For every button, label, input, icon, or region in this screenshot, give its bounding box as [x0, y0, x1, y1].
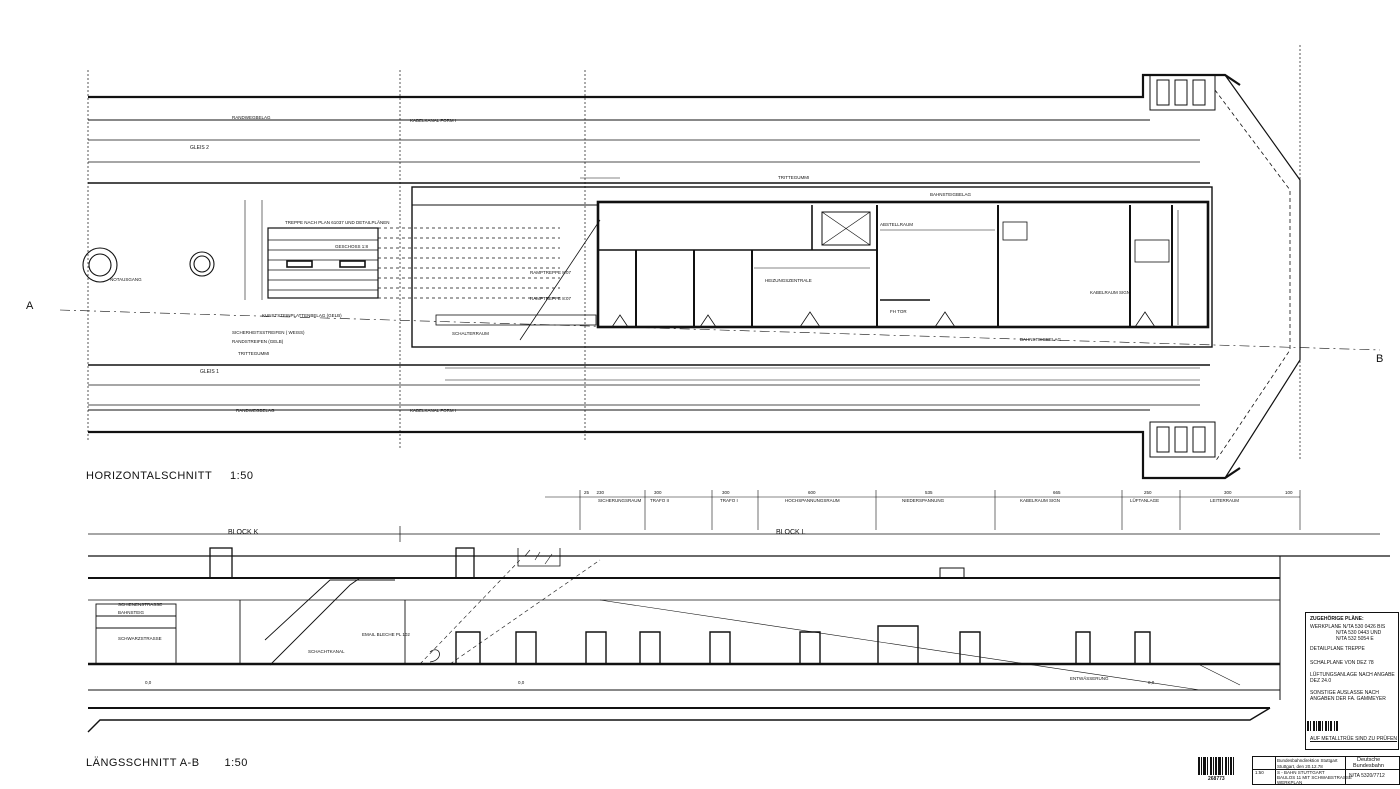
label-kunststein: KUNSTSTEINPLATTENBELAG (GELB): [262, 313, 342, 318]
drawing-number-small: 268773: [1208, 776, 1225, 782]
tb-scale: 1:50: [1255, 770, 1264, 775]
label-kabelkanal-top: KABELKANAL FORM I: [410, 118, 457, 123]
portal-windows-bottom: [1149, 421, 1216, 458]
plans-line: DEZ 24.0: [1310, 678, 1332, 684]
track-lines: [59, 139, 1381, 406]
label-geschoss: GESCHOSS 1:8: [335, 244, 369, 249]
room-8: LEITERRAUM: [1210, 498, 1240, 503]
room-2: TRAFO II: [650, 498, 669, 503]
dim-row-label: 25 230: [584, 490, 605, 495]
block-line: [88, 526, 1380, 542]
section-stair: [95, 559, 601, 666]
title-block: Bundesbahndirektion Stuttgart Stuttgart,…: [1252, 756, 1400, 785]
plans-line: WERKPLANE N/TA 530 0426 BIS: [1310, 624, 1386, 630]
dim-end: 100: [1285, 490, 1293, 495]
tb-row-divider: [1253, 769, 1399, 770]
room-2-width: 300: [654, 490, 662, 495]
room-dimension-row: [545, 490, 1301, 530]
section-doors: [429, 625, 1151, 664]
room-3-width: 300: [722, 490, 730, 495]
plans-line: N/TA 532 5054 E: [1336, 636, 1374, 642]
plans-heading: ZUGEHÖRIGE PLÄNE:: [1310, 616, 1364, 622]
barcode-top: [1305, 721, 1345, 731]
label-bahnsteig-top: BAHNSTEIGBELAG: [930, 192, 972, 197]
tb-org-1: Deutsche: [1357, 757, 1381, 763]
plan-dimension-lines: [244, 177, 1200, 381]
tb-org-2: Bundesbahn: [1353, 763, 1384, 769]
room-4-width: 600: [808, 490, 816, 495]
label-abstell: ABSTELLRAUM: [880, 222, 914, 227]
room-3: TRAFO I: [720, 498, 738, 503]
km-left: 0,0: [145, 680, 152, 685]
km-right: 0,0: [1148, 680, 1155, 685]
room-6-width: 665: [1053, 490, 1061, 495]
track-1-label: GLEIS 1: [200, 369, 219, 375]
platform-building: [411, 186, 1213, 348]
label-treppe-9: RAMPTREPPE 8:07: [530, 270, 572, 275]
room-5-width: 535: [925, 490, 933, 495]
label-schienen: SCHIENENSTRASSE: [118, 602, 163, 607]
label-schwarz: SCHWARZSTRASSE: [118, 636, 162, 641]
block-k-label: BLOCK K: [228, 529, 259, 536]
label-kabelraum: KABELRAUM SIGN: [1090, 290, 1131, 295]
label-randweg-top: RANDWEGBELAG: [232, 115, 271, 120]
label-rohrstrasse: NOTAUSGANG: [110, 277, 142, 282]
track-2-label: GLEIS 2: [190, 145, 209, 151]
label-emaille: EMAIL BLECHE PL 102: [362, 632, 410, 637]
plans-line: LÜFTUNGSANLAGE NACH ANGABE: [1310, 672, 1395, 678]
section-profile: [87, 547, 1390, 733]
tb-plan-number: N/TA 5320/7712: [1349, 773, 1385, 779]
label-randweg-bottom: RANDWEGBELAG: [236, 408, 275, 413]
label-entwaess: ENTWÄSSERUNG: [1070, 676, 1109, 681]
label-fh-tor: FH TOR: [890, 309, 907, 314]
barcode-main: [1198, 757, 1242, 775]
longitudinal-section-title: LÄNGSSCHNITT A-B 1:50: [86, 757, 248, 769]
label-schalter-left: SCHALTERRAUM: [452, 331, 489, 336]
plans-line: ANGABEN DER FA. GAMMEYER: [1310, 696, 1386, 702]
horizontal-section-title: HORIZONTALSCHNITT 1:50: [86, 470, 254, 482]
km-mid: 0,0: [518, 680, 525, 685]
section-marker-b: B: [1376, 353, 1384, 365]
platform-stair: [267, 219, 601, 341]
plans-line: DETAILPLANE TREPPE: [1310, 646, 1365, 652]
portal-windows-top: [1149, 74, 1216, 111]
room-5: NIEDERSPANNUNG: [902, 498, 945, 503]
label-sicherheit: SICHERHEITSSTREIFEN ( WEISS): [232, 330, 305, 335]
label-bahnsteig-bottom: BAHNSTEIGBELAG: [1020, 337, 1062, 342]
room-6: KABELRAUM SIGN: [1020, 498, 1061, 503]
label-heizung: HEIZUNGSZENTRALE: [765, 278, 812, 283]
section-gradient-line: [599, 599, 1241, 691]
room-1: SICHERUNGSRAUM: [598, 498, 642, 503]
tb-date: Stuttgart, den 20.12.78: [1277, 764, 1323, 769]
label-treppe-note: TREPPE NACH PLAN 61037 UND DETAILPLÄNEN: [285, 220, 390, 225]
tb-col-divider: [1275, 757, 1276, 784]
room-7: LÜFTANLAGE: [1130, 498, 1160, 503]
tb-col-divider: [1345, 757, 1346, 784]
label-bahnsteig: BAHNSTEIG: [118, 610, 145, 615]
circular-shafts: [82, 247, 215, 283]
axis-lines: [87, 45, 1301, 460]
section-marker-a: A: [26, 300, 34, 312]
label-tritte-bottom: TRITTEGUMMI: [238, 351, 270, 356]
room-7-width: 250: [1144, 490, 1152, 495]
room-8-width: 300: [1224, 490, 1232, 495]
label-kabelkanal-bottom: KABELKANAL FORM I: [410, 408, 457, 413]
tb-project-1: S - BAHN STUTTGART: [1277, 770, 1325, 775]
plans-line: SONSTIGE AUSLASSE NACH: [1310, 690, 1379, 696]
label-schacht: SCHACHTKANAL: [308, 649, 345, 654]
plans-line: AUF METALLTRÜE SIND ZU PRÜFEN: [1310, 736, 1398, 742]
plans-line: N/TA 530 0443 UND: [1336, 630, 1382, 636]
room-4: HOCHSPANNUNGSRAUM: [785, 498, 840, 503]
block-l-label: BLOCK L: [776, 529, 806, 536]
tb-project-2: BAULOS 11 MIT SCHWABSTRASSE: [1277, 775, 1352, 780]
label-tritte-top: TRITTEGUMMI: [778, 175, 810, 180]
plans-line: SCHALPLANE VON DEZ 78: [1310, 660, 1374, 666]
tb-office: Bundesbahndirektion Stuttgart: [1277, 758, 1338, 763]
label-randstreifen: RANDSTREIFEN (GELB): [232, 339, 284, 344]
label-treppe-8: RAMPTREPPE 8:07: [530, 296, 572, 301]
tb-project-3: WERKPLAN: [1277, 780, 1303, 785]
